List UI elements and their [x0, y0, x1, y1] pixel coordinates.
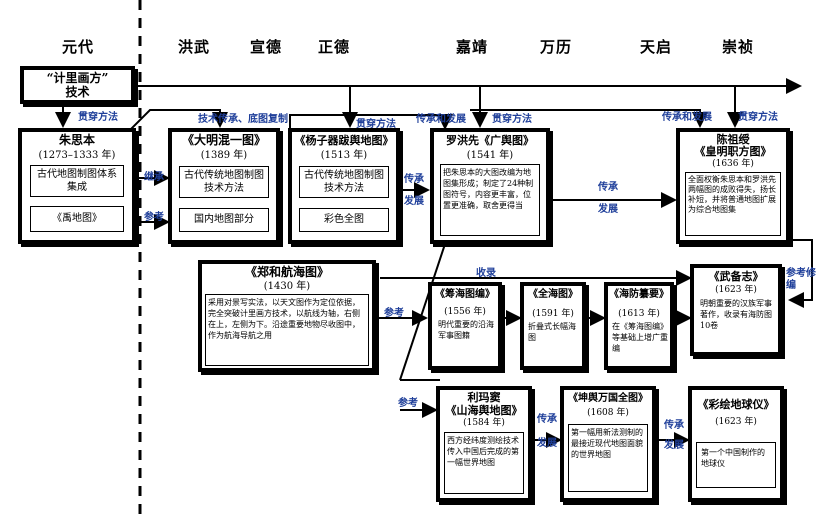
- era-yuan: 元代: [62, 38, 95, 56]
- chenzushou-box: 陈祖绶 《皇明职方图》 (1636 年) 全面权衡朱思本和罗洪先两幅图的成败得失…: [676, 128, 790, 244]
- label-fazhan4: 发展: [664, 440, 684, 451]
- limadou-title: 《山海舆地图》: [445, 404, 523, 417]
- kunyu-title: 《坤舆万国全图》: [568, 393, 648, 404]
- label-cankao-xiubian: 参考修编: [786, 268, 816, 291]
- yangziqi-part: 彩色全图: [299, 208, 389, 232]
- chenzushou-name: 陈祖绶: [716, 133, 750, 146]
- chenzushou-content: 全面权衡朱思本和罗洪先两幅图的成败得失，扬长补短，并将普通地图扩展为综合地图集: [685, 172, 781, 236]
- label-chuancheng-fazhan1: 传承和发展: [416, 114, 466, 125]
- caihui-content: 第一个中国制作的地球仪: [696, 442, 776, 488]
- wubeizhi-content: 明朝重要的汉族军事著作，收录有海防图10卷: [700, 299, 772, 330]
- label-chuancheng4: 传承: [664, 420, 684, 431]
- chouhai-title: 《筹海图编》: [435, 289, 495, 300]
- label-fazhan2: 发展: [598, 204, 618, 215]
- label-guanchuan2: 贯穿方法: [356, 119, 396, 130]
- jilihuafang-line2: 技术: [65, 85, 90, 99]
- damhunyi-box: 《大明混一图》 (1389 年) 古代传统地图制图技术方法 国内地图部分: [168, 128, 280, 244]
- zhusiben-map: 《禹地图》: [30, 206, 124, 232]
- zhenghe-content: 采用对景写实法，以天文图作为定位依据，完全突破计里画方技术，以航线为轴，右侧在上…: [205, 294, 369, 366]
- yangziqi-box: 《杨子器跋舆地图》 (1513 年) 古代传统地图制图技术方法 彩色全图: [288, 128, 400, 244]
- zhenghe-year: (1430 年): [263, 281, 311, 292]
- chenzushou-title: 《皇明职方图》: [694, 145, 772, 158]
- era-hongwu: 洪武: [178, 38, 211, 56]
- label-fazhan1: 发展: [404, 196, 424, 207]
- era-chongzhen: 崇祯: [722, 38, 755, 56]
- luohongxian-title: 罗洪先《广舆图》: [446, 134, 534, 147]
- kunyu-content: 第一幅用新法测制的最接近现代地图面貌的世界地图: [568, 424, 648, 492]
- chouhai-content: 明代重要的沿海军事图籍: [438, 320, 494, 340]
- arrow-to-chen-left: [470, 109, 708, 128]
- era-wanli: 万历: [540, 38, 573, 56]
- label-cankao1: 参考: [144, 212, 164, 223]
- arrow-damhunyi-luo: [289, 114, 453, 130]
- label-guanchuan1: 贯穿方法: [78, 112, 118, 123]
- caihui-title: 《彩绘地球仪》: [697, 398, 775, 411]
- limadou-year: (1584 年): [463, 418, 505, 428]
- wubeizhi-year: (1623 年): [715, 285, 757, 295]
- era-jiajing: 嘉靖: [456, 38, 489, 56]
- yangziqi-content: 古代传统地图制图技术方法: [299, 166, 389, 198]
- jilihuafang-line1: “计里画方”: [46, 71, 109, 85]
- caihui-box: 《彩绘地球仪》 (1623 年) 第一个中国制作的地球仪: [688, 386, 784, 502]
- label-chuancheng1: 传承: [404, 174, 424, 185]
- quanhai-content: 折叠式长幅海图: [528, 322, 576, 342]
- zhusiben-content: 古代地图制图体系集成: [30, 165, 124, 197]
- label-shoulu: 收录: [476, 268, 496, 279]
- limadou-name: 利玛窦: [467, 391, 501, 404]
- zhusiben-name: 朱思本: [58, 133, 95, 147]
- kunyu-year: (1608 年): [587, 408, 629, 418]
- damhunyi-year: (1389 年): [200, 150, 248, 161]
- zhusiben-box: 朱思本 (1273–1333 年) 古代地图制图体系集成 《禹地图》: [18, 128, 136, 244]
- label-chuancheng3: 传承: [537, 414, 557, 425]
- era-zhengde: 正德: [318, 38, 351, 56]
- limadou-box: 利玛窦 《山海舆地图》 (1584 年) 西方经纬度测绘技术传入中国后完成的第一…: [436, 386, 532, 502]
- wubeizhi-box: 《武备志》 (1623 年) 明朝重要的汉族军事著作，收录有海防图10卷: [690, 264, 782, 356]
- haifang-box: 《海防纂要》 (1613 年) 在《筹海图编》等基础上增广重编: [604, 282, 674, 370]
- luohongxian-content: 把朱思本的大图改编为地图集形成；制定了24种制图符号，内容更丰富，位置更准确，取…: [440, 164, 540, 236]
- damhunyi-content: 古代传统地图制图技术方法: [179, 166, 269, 198]
- quanhai-title: 《全海图》: [528, 289, 578, 300]
- label-jicheng: 继承: [144, 172, 164, 183]
- label-chuancheng2: 传承: [598, 182, 618, 193]
- jilihuafang-box: “计里画方” 技术: [20, 66, 135, 104]
- label-guanchuan3: 贯穿方法: [492, 114, 532, 125]
- quanhai-box: 《全海图》 (1591 年) 折叠式长幅海图: [520, 282, 586, 370]
- chouhai-box: 《筹海图编》 (1556 年) 明代重要的沿海军事图籍: [428, 282, 502, 370]
- label-guanchuan4: 贯穿方法: [738, 112, 778, 123]
- arrow-luo-down: [399, 243, 446, 381]
- yangziqi-title: 《杨子器跋舆地图》: [294, 134, 394, 147]
- damhunyi-title: 《大明混一图》: [181, 133, 266, 147]
- era-tianqi: 天启: [640, 38, 673, 56]
- chouhai-year: (1556 年): [444, 307, 486, 317]
- haifang-title: 《海防纂要》: [609, 289, 669, 300]
- zhusiben-years: (1273–1333 年): [38, 150, 116, 161]
- quanhai-year: (1591 年): [532, 309, 574, 319]
- arrow-chen-wu: [788, 239, 813, 308]
- caihui-year: (1623 年): [715, 417, 757, 427]
- haifang-content: 在《筹海图编》等基础上增广重编: [612, 322, 668, 353]
- label-chuancheng-fazhan2: 传承和发展: [662, 112, 712, 123]
- damhunyi-part: 国内地图部分: [179, 208, 269, 232]
- chenzushou-year: (1636 年): [712, 159, 754, 169]
- zhenghe-box: 《郑和航海图》 (1430 年) 采用对景写实法，以天文图作为定位依据，完全突破…: [198, 260, 376, 372]
- kunyu-box: 《坤舆万国全图》 (1608 年) 第一幅用新法测制的最接近现代地图面貌的世界地…: [560, 386, 656, 502]
- era-xuande: 宣德: [250, 38, 283, 56]
- label-cankao2: 参考: [384, 308, 404, 319]
- wubeizhi-title: 《武备志》: [708, 270, 764, 283]
- haifang-year: (1613 年): [618, 309, 660, 319]
- label-jishu: 技术传承、底图复制: [198, 114, 288, 125]
- label-fazhan3: 发展: [537, 438, 557, 449]
- label-cankao3: 参考: [398, 398, 418, 409]
- limadou-content: 西方经纬度测绘技术传入中国后完成的第一幅世界地图: [444, 432, 524, 494]
- yangziqi-year: (1513 年): [320, 150, 368, 161]
- luohongxian-year: (1541 年): [466, 150, 514, 161]
- luohongxian-box: 罗洪先《广舆图》 (1541 年) 把朱思本的大图改编为地图集形成；制定了24种…: [430, 128, 550, 244]
- zhenghe-title: 《郑和航海图》: [244, 265, 329, 279]
